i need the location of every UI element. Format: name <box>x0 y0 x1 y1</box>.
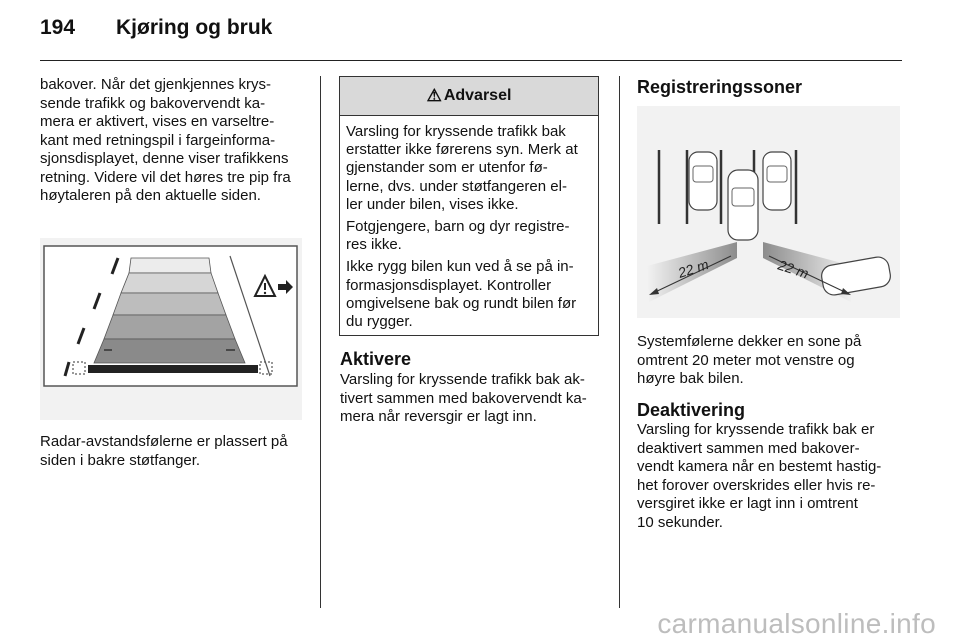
registreringssoner-heading: Registreringssoner <box>637 77 803 97</box>
sensor-paragraph: Systemfølerne dekker en sone på omtrent … <box>637 333 862 387</box>
camera-display-illustration <box>40 238 302 420</box>
deaktivering-heading: Deaktivering <box>637 400 746 420</box>
radar-caption: Radar-avstandsfølerne er plassert på sid… <box>40 433 288 469</box>
page-number: 194 <box>40 16 76 39</box>
camera-display-figure <box>40 238 302 420</box>
header-rule <box>40 60 902 61</box>
deaktivering-paragraph: Varsling for kryssende trafikk bak er de… <box>637 421 882 531</box>
intro-paragraph: bakover. Når det gjenkjennes krys- sende… <box>40 76 291 204</box>
detection-zones-illustration: 22 m 22 m <box>637 106 900 318</box>
warning-box: ⚠ Advarsel Varsling for kryssende trafik… <box>339 76 599 336</box>
detection-zones-figure: 22 m 22 m <box>637 106 900 318</box>
warning-paragraph: Fotgjengere, barn og dyr registre- res i… <box>346 218 570 254</box>
warning-header: ⚠ Advarsel <box>340 77 598 116</box>
warning-paragraph: Varsling for kryssende trafikk bak ersta… <box>346 123 578 213</box>
watermark: carmanualsonline.info <box>657 608 936 639</box>
aktivere-paragraph: Varsling for kryssende trafikk bak ak- t… <box>340 371 587 425</box>
warning-body: Varsling for kryssende trafikk bak ersta… <box>340 116 598 331</box>
column-divider-right <box>619 76 620 608</box>
column-divider-left <box>320 76 321 608</box>
warning-paragraph: Ikke rygg bilen kun ved å se på in- form… <box>346 258 577 331</box>
page-header: 194 Kjøring og bruk <box>40 16 272 40</box>
warning-title: Advarsel <box>443 87 512 104</box>
page-title: Kjøring og bruk <box>116 16 273 39</box>
aktivere-heading: Aktivere <box>340 349 412 369</box>
warning-triangle-icon: ⚠ <box>426 86 442 105</box>
